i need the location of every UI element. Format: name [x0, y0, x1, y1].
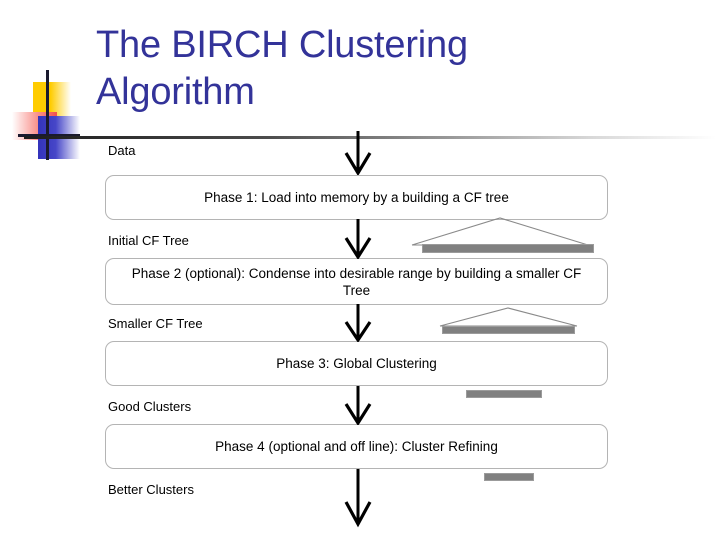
logo-horizontal-line [18, 134, 80, 137]
slide-title: The BIRCH Clustering Algorithm [96, 24, 468, 113]
stage-label-data: Data [108, 143, 136, 158]
arrow-phase1-to-phase2 [340, 219, 376, 259]
phase-box-2[interactable]: Phase 2 (optional): Condense into desira… [105, 258, 608, 305]
arrow-phase2-to-phase3 [340, 304, 376, 342]
phase-box-4[interactable]: Phase 4 (optional and off line): Cluster… [105, 424, 608, 469]
stage-label-better-clusters: Better Clusters [108, 482, 194, 497]
cluster-bar-medium [466, 390, 542, 398]
phase-box-3[interactable]: Phase 3: Global Clustering [105, 341, 608, 386]
arrow-phase3-to-phase4 [340, 386, 376, 425]
cf-tree-small-bar [442, 326, 575, 334]
design-template-logo [0, 68, 110, 160]
stage-label-initial-cf-tree: Initial CF Tree [108, 233, 189, 248]
cf-tree-large-bar [422, 244, 594, 253]
logo-vertical-line [46, 70, 49, 160]
title-divider [24, 136, 716, 139]
stage-label-smaller-cf-tree: Smaller CF Tree [108, 316, 203, 331]
stage-label-good-clusters: Good Clusters [108, 399, 192, 414]
cluster-bar-small [484, 473, 534, 481]
arrow-phase4-to-output [340, 469, 376, 531]
arrow-data-to-phase1 [340, 131, 376, 175]
